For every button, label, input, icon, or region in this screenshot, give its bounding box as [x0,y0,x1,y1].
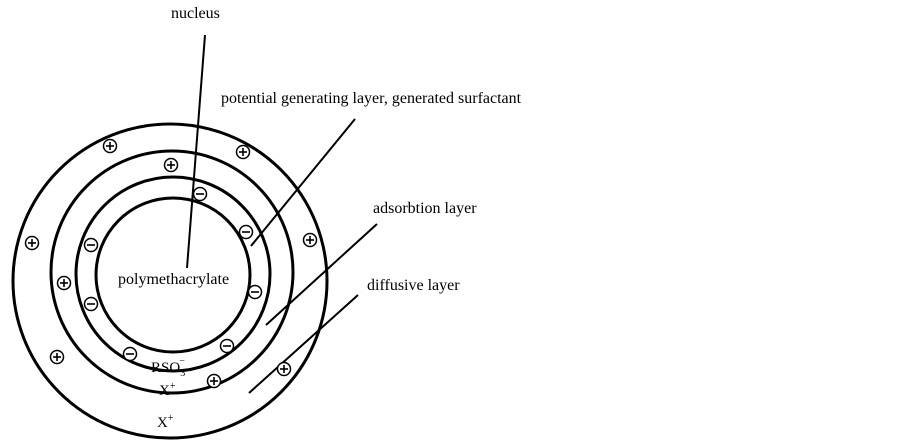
diffusive-layer-label: diffusive layer [367,277,460,294]
plus-charge-icon [235,144,251,160]
plus-charge-icon [24,235,40,251]
adsorption-layer-ring [49,149,295,395]
minus-charge-icon [83,296,99,312]
potential-layer-ring [74,175,272,373]
potential-layer-leader [250,118,356,247]
x-inner-label: X+ [159,381,176,399]
x-outer-text: X [157,415,168,431]
leader-lines [186,34,378,394]
x-inner-superscript: + [170,381,176,392]
minus-charge-icon [83,237,99,253]
rso3-text: RSO [151,360,180,376]
rso3-subscript: 3 [180,368,185,379]
diffusive-layer-leader [248,294,359,394]
adsorption-layer-label: adsorbtion layer [373,200,477,217]
minus-charge-icon [192,186,208,202]
plus-charge-icon [56,275,72,291]
minus-charge-icon [238,224,254,240]
minus-charge-icon [122,346,138,362]
layer-rings [11,122,329,440]
minus-charge-icon [219,338,235,354]
potential-layer-label: potential generating layer, generated su… [221,90,522,107]
plus-charge-icon [206,373,222,389]
plus-charge-icon [49,349,65,365]
rso3-superscript: − [179,356,185,367]
plus-charge-icon [163,157,179,173]
minus-charge-icon [247,284,263,300]
x-outer-superscript: + [168,413,174,424]
nucleus-leader [186,34,206,269]
plus-charge-icon [276,361,292,377]
plus-charge-icon [302,232,318,248]
adsorption-layer-leader [265,223,378,326]
x-inner-text: X [159,383,170,399]
plus-charge-icon [102,138,118,154]
diffusive-layer-ring [11,122,329,440]
core-ring [94,196,252,354]
core-label: polymethacrylate [118,271,229,288]
x-outer-label: X+ [157,413,174,431]
charge-symbols [24,138,318,389]
nucleus-label: nucleus [171,5,220,22]
rso3-label: RSO3− [151,356,185,379]
